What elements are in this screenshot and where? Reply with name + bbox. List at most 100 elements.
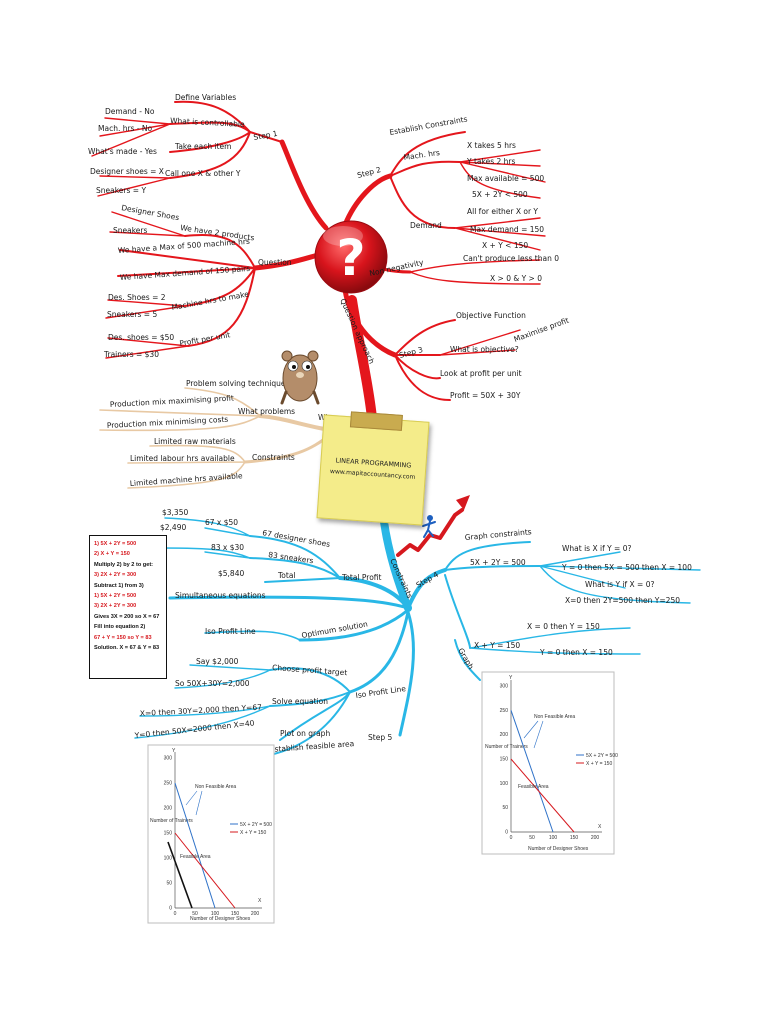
x-tick-label: 0 [174, 911, 177, 917]
tan-leaf: Production mix maximising profit [110, 394, 234, 409]
question-leaf: Des. shoes = $50 [108, 333, 174, 342]
step5-leaf: Y=0 then 50X=2000 then X=40 [133, 718, 255, 740]
calc-line: 3) 2X + 2Y = 300 [94, 572, 137, 579]
y-tick-label: 100 [500, 781, 509, 787]
step2-leaf: Max demand = 150 [470, 225, 544, 234]
question-item: We have Max demand of 150 pairs [120, 264, 251, 282]
step2-leaf: Max available = 500 [467, 174, 544, 183]
calc-line: Gives 3X = 200 so X = 67 [94, 613, 160, 620]
calc-line: 3) 2X + 2Y = 300 [94, 603, 137, 610]
step2-label: Step 2 [356, 165, 382, 180]
x-tick-label: 150 [570, 835, 579, 841]
question-leaf: Des. Shoes = 2 [108, 293, 166, 302]
step2-leaf: Can't produce less than 0 [463, 254, 559, 263]
step4-leaf: Y = 0 then X = 150 [539, 648, 613, 657]
x-tick-label: 50 [529, 835, 535, 841]
question-label: Question [258, 258, 292, 267]
step4-leaf: X=0 then 2Y=500 then Y=250 [565, 596, 680, 605]
feasible-label: Feasible Area [518, 784, 549, 790]
iso-profit-line [167, 841, 193, 909]
non-feasible-label: Non Feasible Area [534, 714, 575, 720]
y-tick-label: 250 [500, 708, 509, 714]
tan-leaf: Limited machine hrs available [130, 471, 244, 488]
step2-leaf: All for either X or Y [467, 207, 538, 216]
step4-graph: Graph [456, 647, 475, 672]
step4-eq2: X + Y = 150 [474, 641, 520, 650]
calc-line: Fill into equation 2) [94, 624, 146, 631]
calc-line: Subtract 1) from 3) [94, 582, 144, 589]
total-profit-leaf: $5,840 [218, 569, 244, 578]
y-tick-label: 50 [166, 881, 172, 887]
step1-item: Define Variables [175, 93, 236, 102]
constraint-line-demand [510, 758, 575, 833]
x-axis-letter: X [258, 898, 262, 904]
step2-mach-hrs: Mach. hrs [403, 148, 440, 162]
y-tick-label: 0 [169, 906, 172, 912]
non-feasible-label: Non Feasible Area [195, 784, 236, 790]
step3-profit: Profit = 50X + 30Y [450, 391, 521, 400]
question-mark: ? [336, 229, 365, 287]
step4-graph-constraints: Graph constraints [464, 527, 532, 542]
question-leaf: Designer Shoes [121, 203, 180, 222]
step5-item: Choose profit target [272, 663, 348, 677]
blue-branches [134, 501, 701, 756]
tan-item: Constraints [252, 453, 295, 462]
tan-item: What problems [238, 407, 295, 416]
step5-item: Solve equation [272, 697, 328, 706]
x-tick-label: 200 [251, 911, 260, 917]
step1-item: What is controllable [170, 116, 245, 129]
step1-item: Call one X & other Y [165, 169, 241, 178]
y-tick-label: 150 [500, 757, 509, 763]
x-tick-label: 100 [549, 835, 558, 841]
step4-leaf: What is Y if X = 0? [585, 580, 655, 589]
constraint-line-machine-hrs [174, 782, 216, 909]
step3-look: Look at profit per unit [440, 369, 522, 378]
total-profit-leaf: 83 x $30 [211, 543, 244, 552]
step4-leaf: X = 0 then Y = 150 [527, 622, 600, 631]
y-axis-label: Number of Trainers [150, 818, 193, 824]
y-axis-letter: Y [172, 748, 176, 754]
y-tick-label: 300 [500, 684, 509, 690]
step2-leaf: X + Y < 150 [482, 241, 528, 250]
step3-what: What is objective? [450, 345, 519, 354]
central-topic-note: LINEAR PROGRAMMING www.mapitaccountancy.… [316, 411, 430, 526]
step5-leaf: Say $2,000 [196, 657, 239, 666]
step1-leaf: Mach. hrs - No [98, 124, 153, 133]
legend: 5X + 2Y = 500 X + Y = 150 [230, 822, 272, 836]
step1-leaf: Demand - No [105, 107, 155, 116]
x-tick-label: 50 [192, 911, 198, 917]
step5-leaf: So 50X+30Y=2,000 [175, 679, 250, 688]
question-leaf: Sneakers = 5 [107, 310, 157, 319]
y-tick-label: 250 [164, 781, 173, 787]
pin-icon [349, 411, 403, 431]
step5-item: Plot on graph [280, 729, 330, 738]
calc-line: 1) 5X + 2Y = 500 [94, 593, 137, 600]
legend-entry: 5X + 2Y = 500 [240, 822, 272, 828]
step2-leaf: Y takes 2 hrs [466, 157, 515, 166]
x-tick-label: 150 [231, 911, 240, 917]
x-tick-label: 200 [591, 835, 600, 841]
step3-objective: Objective Function [456, 311, 526, 320]
y-tick-label: 150 [164, 831, 173, 837]
x-axis-label: Number of Designer Shoes [528, 846, 589, 852]
total-profit-item: 83 sneakers [268, 550, 314, 565]
optimum-iso: Iso Profit Line [205, 627, 256, 636]
step1-item: Take each item [174, 142, 231, 151]
simultaneous-label: Simultaneous equations [175, 591, 266, 600]
question-item: Machine hrs to make [171, 289, 250, 312]
step4-leaf: What is X if Y = 0? [562, 544, 632, 553]
step2-leaf: X > 0 & Y > 0 [490, 274, 542, 283]
total-profit-leaf: $3,350 [162, 508, 188, 517]
step1-leaf: What's made - Yes [88, 147, 157, 156]
step4-eq1: 5X + 2Y = 500 [470, 558, 526, 567]
x-tick-label: 0 [510, 835, 513, 841]
tan-leaf: Limited labour hrs available [130, 454, 235, 463]
y-tick-label: 200 [500, 732, 509, 738]
legend: 5X + 2Y = 500 X + Y = 150 [576, 753, 618, 767]
feasible-label: Feasible Area [180, 854, 211, 860]
x-axis-letter: X [598, 824, 602, 830]
y-axis-letter: Y [509, 675, 513, 681]
red-branches [91, 100, 546, 423]
total-profit-leaf: $2,490 [160, 523, 186, 532]
